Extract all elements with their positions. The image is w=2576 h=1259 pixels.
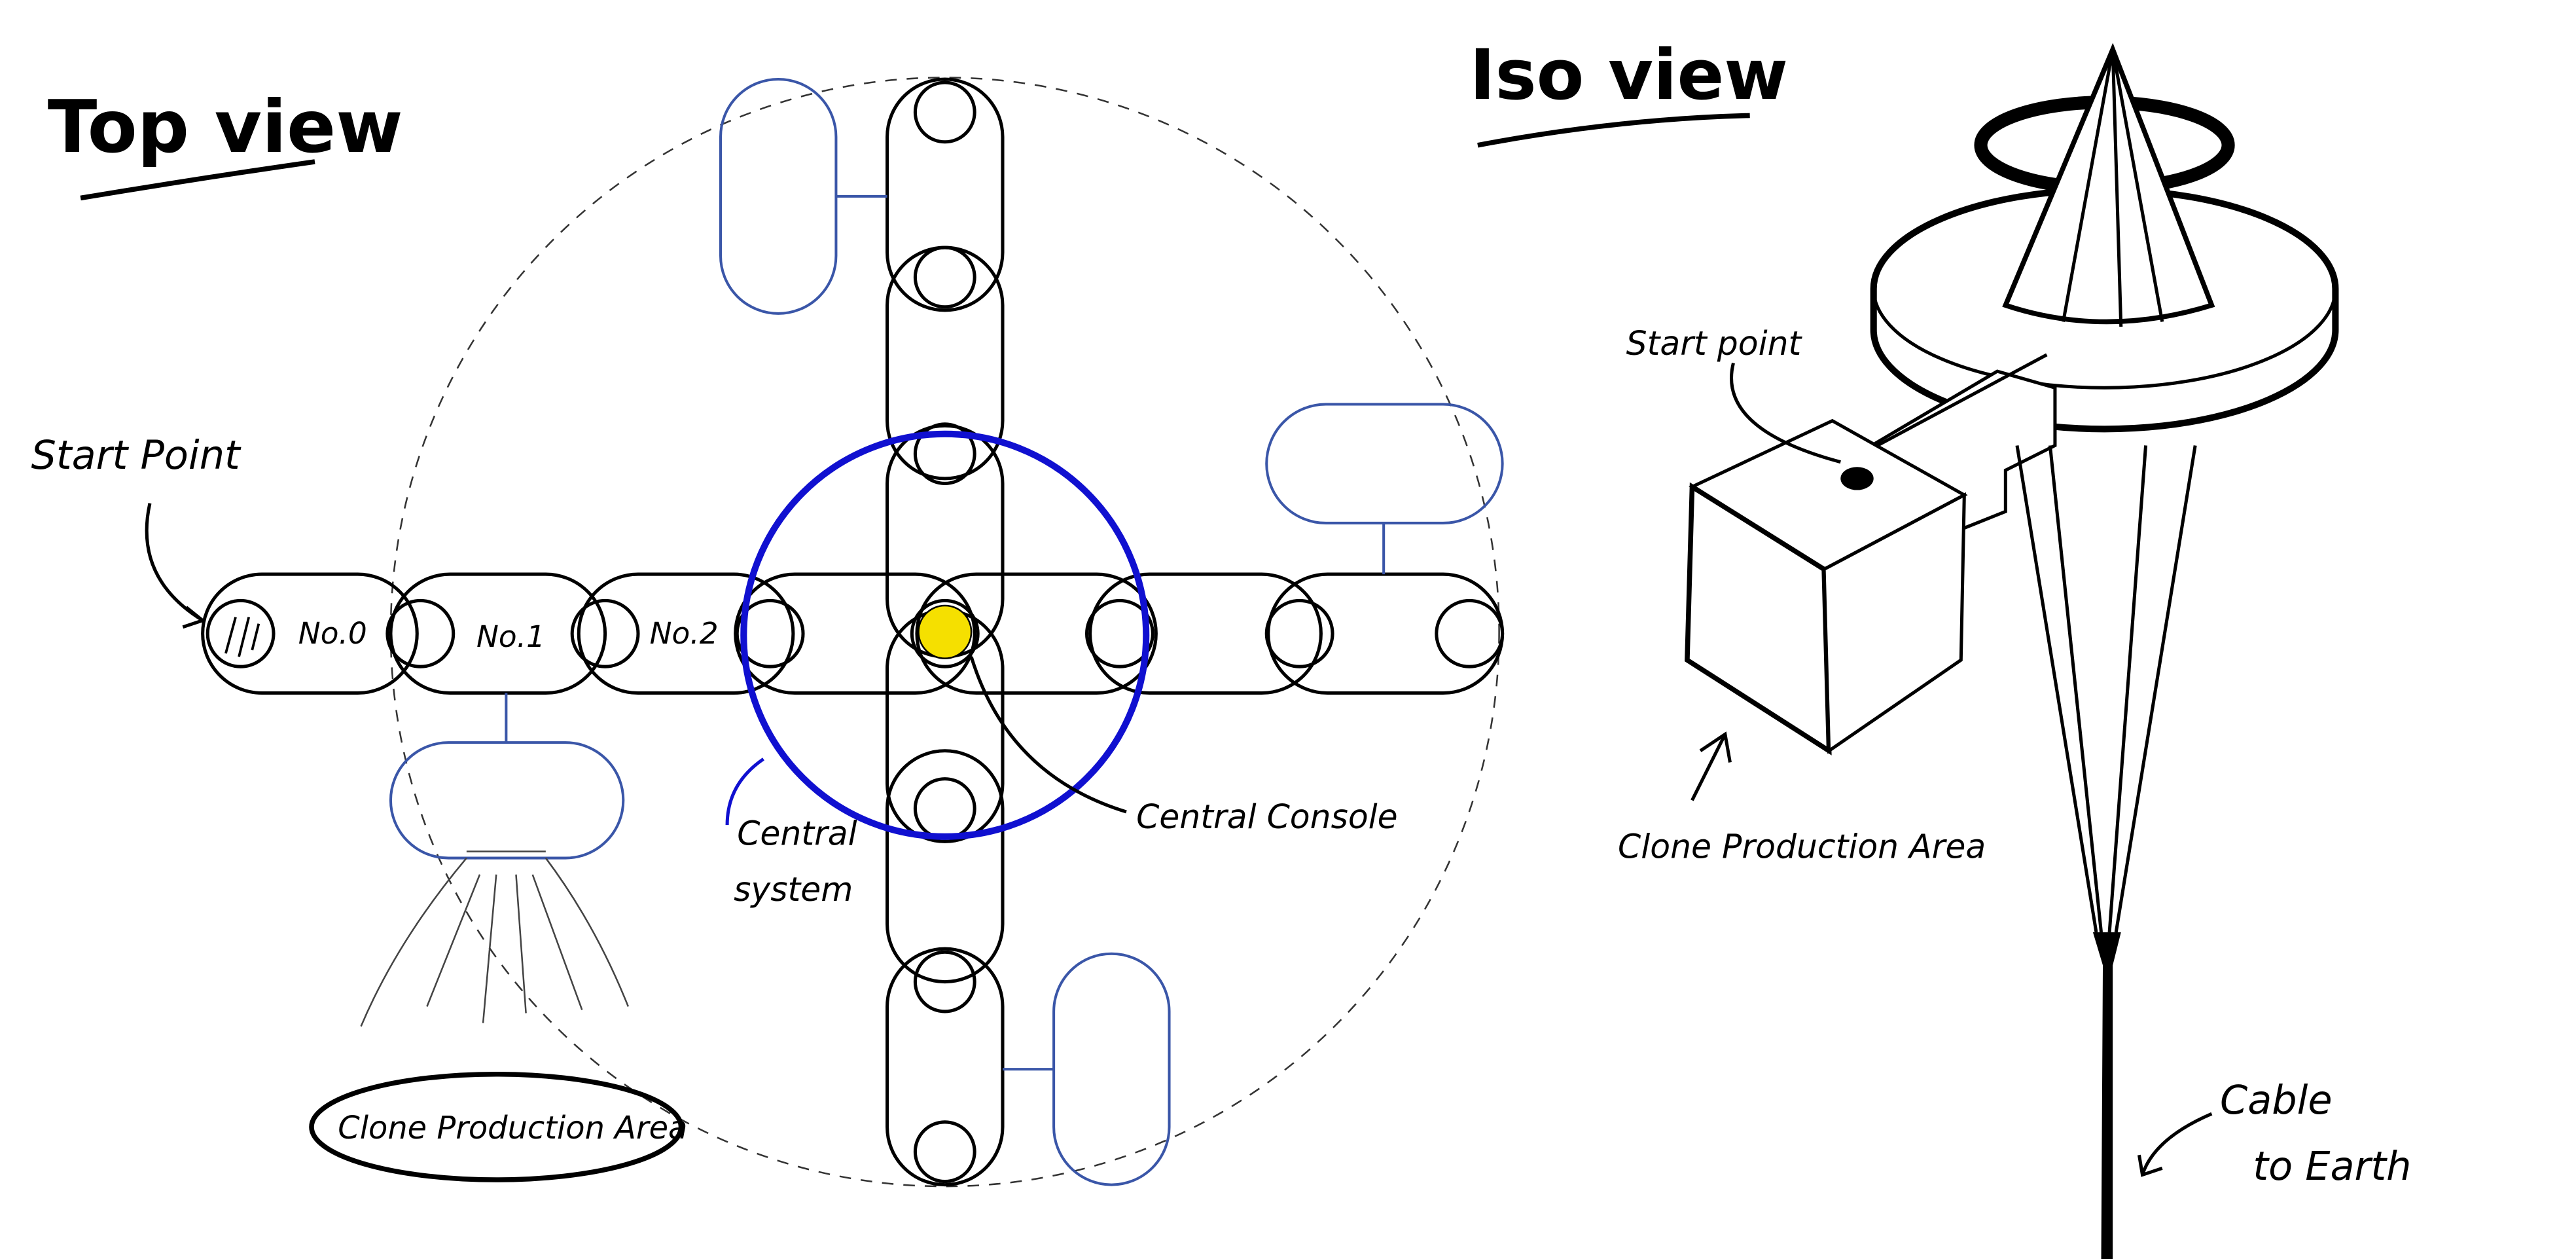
pods	[389, 77, 1504, 1186]
iso-clone-area-label: Clone Production Area	[1618, 828, 1986, 866]
central-system-label-1: Central	[737, 814, 857, 852]
top-view: Top view	[31, 77, 1505, 1188]
module-no0-label: No.0	[298, 616, 367, 651]
central-console-dot	[918, 604, 973, 659]
top-view-title: Top view	[48, 85, 403, 170]
iso-view-title: Iso view	[1469, 35, 1788, 115]
spray-lines	[360, 850, 630, 1027]
central-console-label: Central Console	[1136, 797, 1398, 836]
cable-label-1: Cable	[2220, 1078, 2333, 1123]
central-system-ring	[740, 430, 1150, 840]
clone-area-label: Clone Production Area	[338, 1110, 687, 1146]
clone-area-ellipse	[309, 1071, 684, 1182]
iso-start-point-label: Start point	[1626, 324, 1803, 363]
iso-view: Iso view Start point Clone Production Ar…	[1469, 35, 2411, 1259]
start-point-hatch	[206, 598, 276, 668]
module-no2-label: No.2	[650, 616, 719, 651]
horizontal-corridor: No.0 No.1 No.2	[201, 572, 1505, 695]
clone-box	[1685, 418, 1968, 756]
central-system-label-2: system	[734, 870, 853, 909]
cables	[2015, 445, 2197, 933]
cone	[2002, 43, 2215, 325]
cable-to-earth	[2092, 932, 2121, 1259]
start-point-label: Start Point	[31, 433, 242, 479]
cable-label-2: to Earth	[2253, 1144, 2411, 1190]
module-no1-label: No.1	[476, 619, 545, 654]
